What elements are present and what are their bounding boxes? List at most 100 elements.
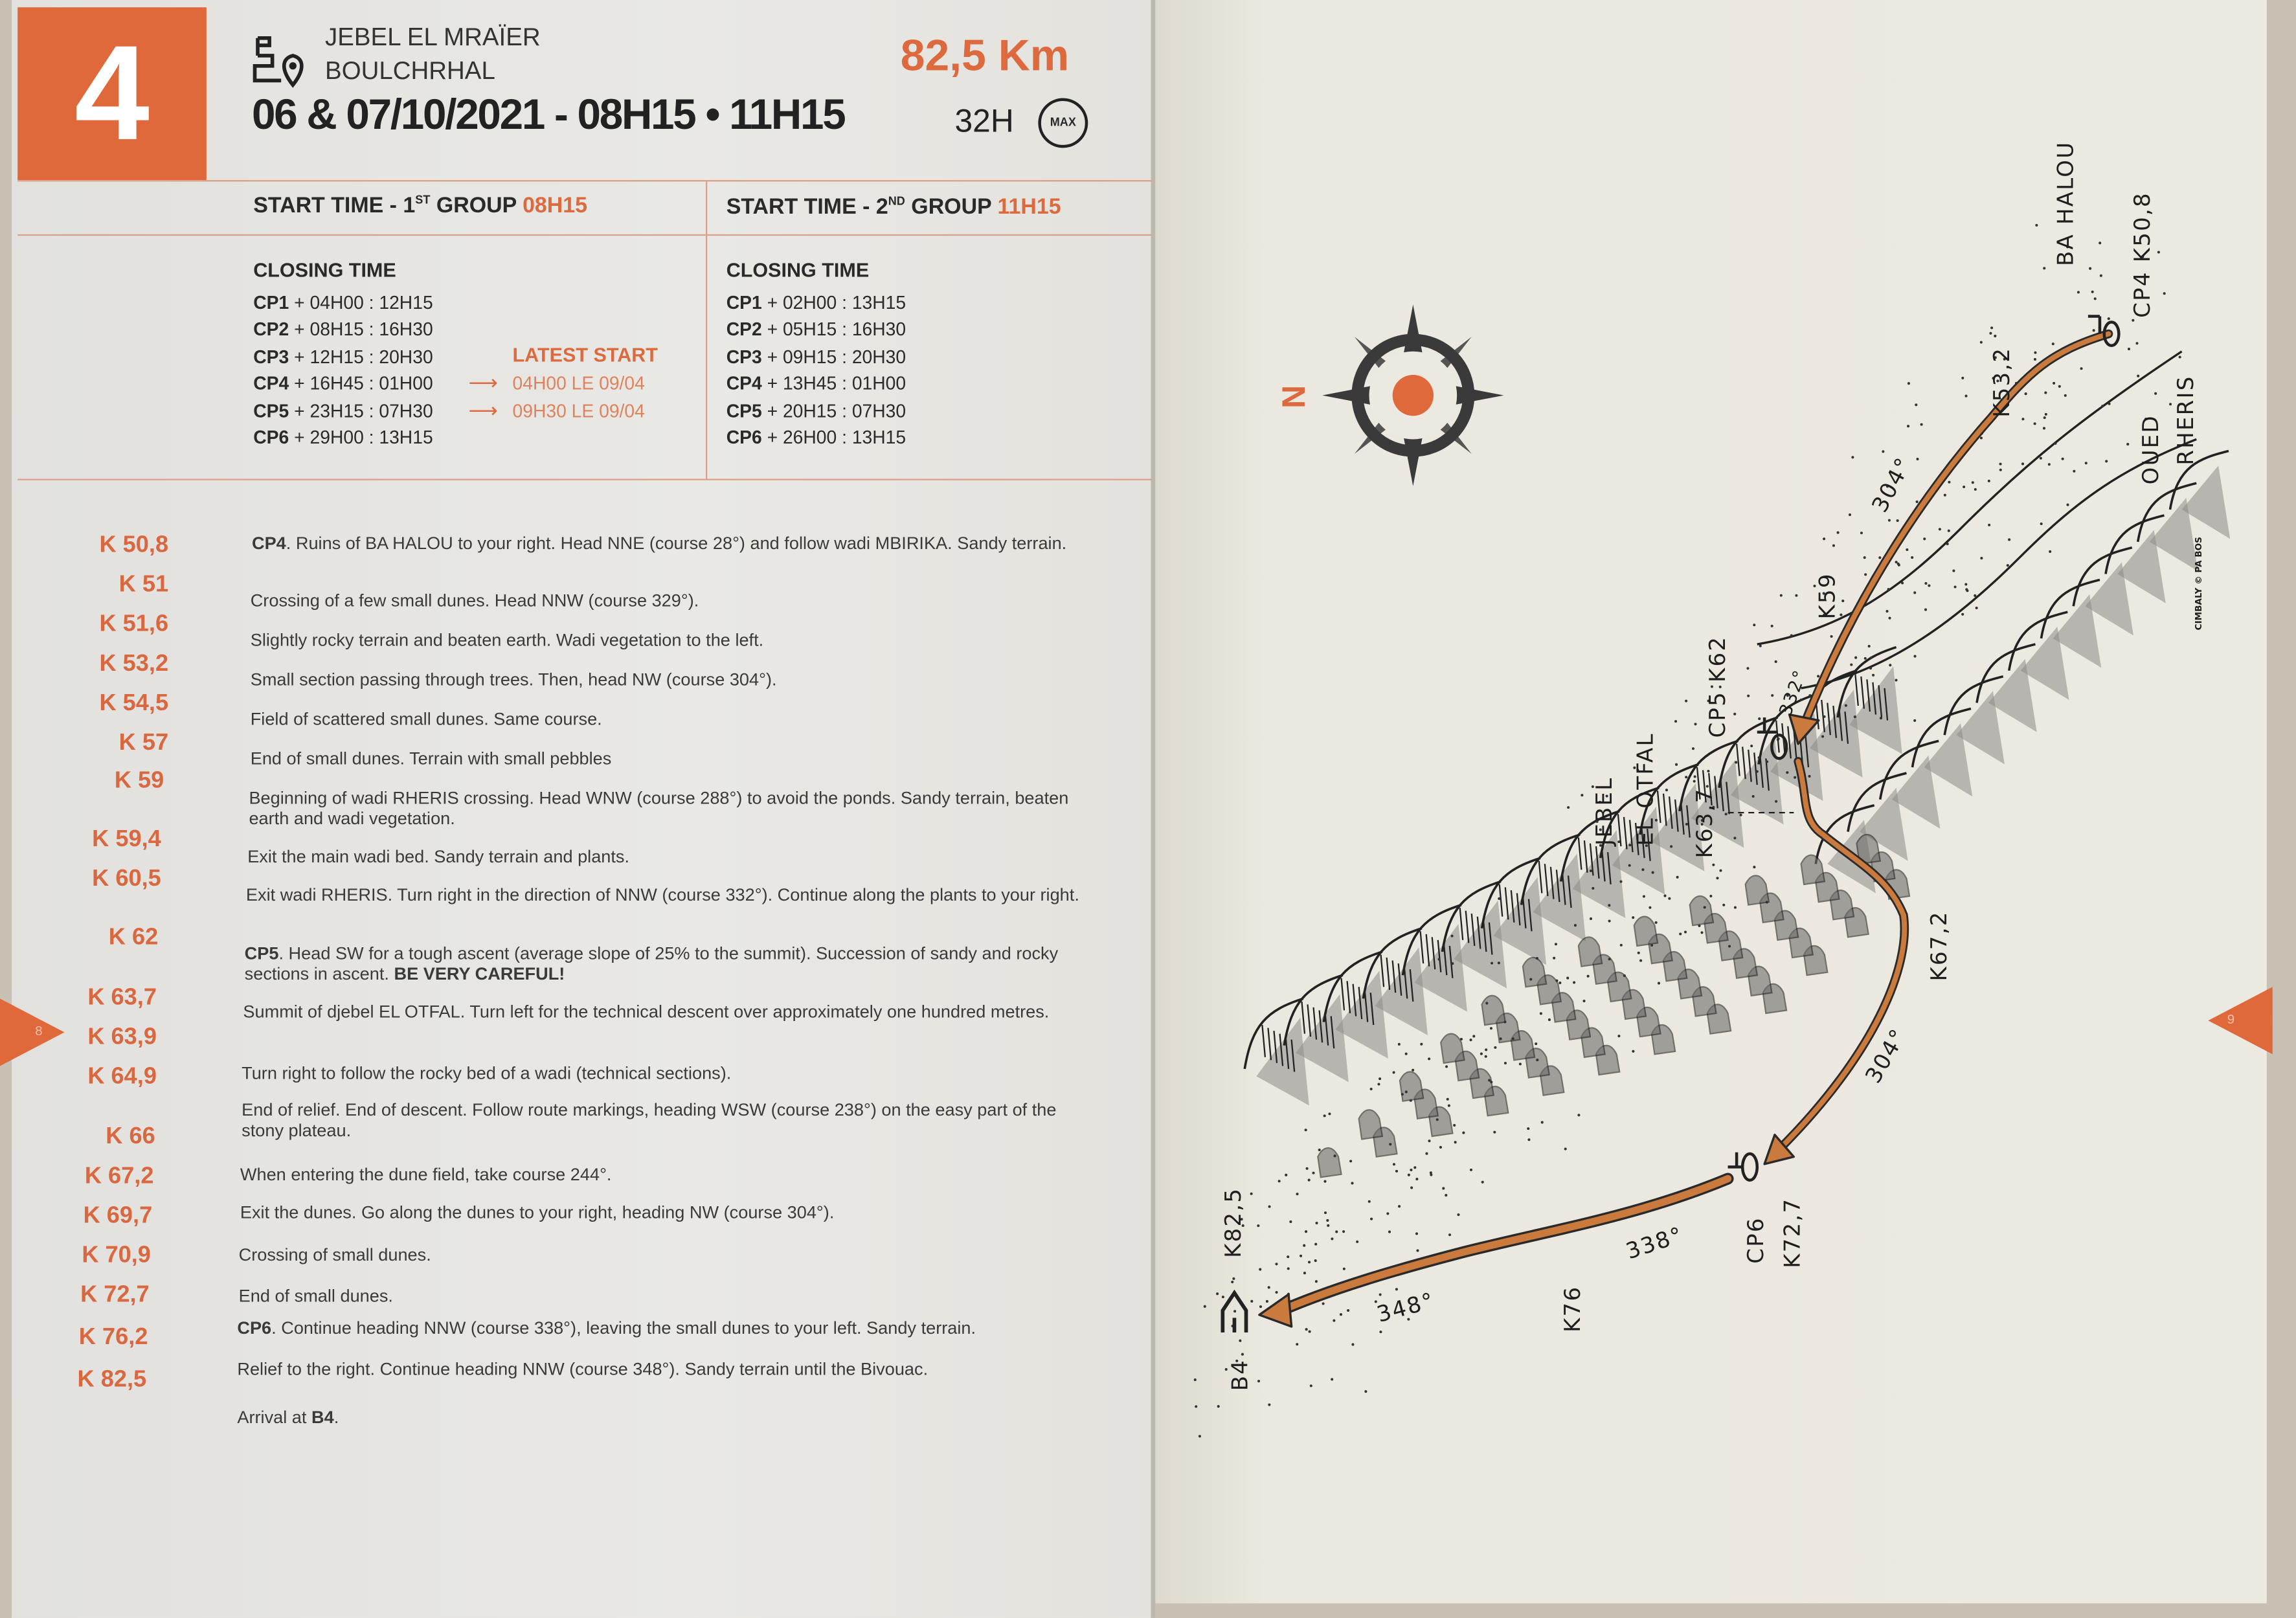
stage-number: 4 — [17, 7, 207, 181]
route-pin-icon — [253, 36, 304, 88]
route-start: JEBEL EL MRAÏER — [325, 23, 541, 52]
latest-start-cp5: 09H30 LE 09/04 — [512, 401, 645, 422]
checkpoint-time: + 20H15 : 07H30 — [767, 401, 906, 422]
page-number-right: 9 — [2227, 1011, 2235, 1027]
checkpoint-closing-row: CP5 + 23H15 : 07H30 — [253, 401, 433, 422]
instruction-text: Crossing of small dunes. — [239, 1244, 1081, 1265]
left-page — [12, 0, 1154, 1618]
map-label-jebel: JEBEL — [1591, 776, 1617, 846]
stage-dates: 06 & 07/10/2021 - 08H15 • 11H15 — [251, 92, 846, 139]
instruction-text: Beginning of wadi RHERIS crossing. Head … — [249, 788, 1081, 829]
map-label-cp4: CP4 K50,8 — [2129, 192, 2155, 318]
checkpoint-cp5-icon — [1757, 717, 1788, 760]
instruction-bold: B4 — [311, 1407, 334, 1428]
instruction-text: End of small dunes. Terrain with small p… — [251, 748, 1081, 769]
checkpoint-id: CP2 — [253, 319, 289, 340]
km-marker: K 51,6 — [99, 612, 169, 637]
map-label-oued: OUED — [2137, 414, 2165, 485]
checkpoint-id: CP1 — [253, 293, 289, 313]
checkpoint-time: + 23H15 : 07H30 — [294, 401, 433, 422]
map-label-rheris: RHERIS — [2172, 375, 2200, 466]
route-line — [1258, 329, 2113, 1328]
bivouac-icon — [1221, 1289, 1248, 1332]
map-label-k53: K53,2 — [1988, 346, 2016, 418]
instruction-body: Small section passing through trees. The… — [250, 669, 777, 690]
compass-icon — [1322, 304, 1504, 486]
km-marker: K 70,9 — [82, 1242, 151, 1268]
instruction-body: . Head SW for a tough ascent (average sl… — [244, 943, 1059, 984]
checkpoint-id: CP3 — [253, 346, 289, 368]
instruction-body: . — [333, 1407, 339, 1428]
checkpoint-cp4-icon — [2088, 315, 2121, 347]
instruction-body: End of small dunes. Terrain with small p… — [250, 748, 612, 769]
km-marker: K 63,9 — [87, 1025, 157, 1050]
map-label-k72: K72,7 — [1779, 1197, 1806, 1268]
instruction-body: End of relief. End of descent. Follow ro… — [242, 1099, 1057, 1141]
instruction-text: CP6. Continue heading NNW (course 338°),… — [237, 1318, 1081, 1338]
checkpoint-closing-row: CP6 + 29H00 : 13H15 — [253, 427, 433, 448]
instruction-bold: BE VERY CAREFUL! — [394, 963, 565, 984]
instruction-body: Crossing of a few small dunes. Head NNW … — [250, 590, 699, 611]
instruction-text: When entering the dune field, take cours… — [240, 1164, 1081, 1185]
instruction-body: Summit of djebel EL OTFAL. Turn left for… — [243, 1001, 1050, 1022]
checkpoint-closing-row: CP6 + 26H00 : 13H15 — [726, 427, 906, 448]
km-marker: K 60,5 — [92, 866, 161, 892]
km-marker: K 50,8 — [99, 533, 169, 558]
instruction-body: Exit wadi RHERIS. Turn right in the dire… — [245, 884, 1079, 905]
instruction-body: Exit the main wadi bed. Sandy terrain an… — [247, 846, 630, 867]
km-marker: K 53,2 — [99, 651, 169, 677]
checkpoint-id: CP2 — [726, 319, 762, 340]
km-marker: K 72,7 — [80, 1283, 150, 1308]
km-marker: K 64,9 — [87, 1064, 157, 1090]
instruction-text: CP5. Head SW for a tough ascent (average… — [245, 943, 1081, 983]
instruction-body: Exit the dunes. Go along the dunes to yo… — [240, 1202, 835, 1223]
checkpoint-id: CP5 — [253, 401, 289, 422]
map-label-ba-halou: BA HALOU — [2052, 140, 2079, 266]
checkpoint-closing-row: CP5 + 20H15 : 07H30 — [726, 401, 906, 422]
group2-start-time: START TIME - 2ND GROUP 11H15 — [726, 194, 1061, 220]
max-badge: MAX — [1050, 115, 1076, 129]
instruction-body: Slightly rocky terrain and beaten earth.… — [250, 629, 764, 651]
route-end: BOULCHRHAL — [325, 57, 495, 85]
checkpoint-closing-row: CP1 + 04H00 : 12H15 — [253, 293, 433, 313]
arrow-right-icon: ⟶ — [468, 398, 499, 422]
max-duration: 32H — [954, 102, 1014, 139]
instruction-body: When entering the dune field, take cours… — [240, 1163, 612, 1185]
instruction-text: CP4. Ruins of BA HALOU to your right. He… — [252, 533, 1081, 554]
instruction-text: Small section passing through trees. The… — [251, 669, 1081, 690]
latest-start-title: LATEST START — [512, 344, 658, 366]
instruction-text: Field of scattered small dunes. Same cou… — [251, 709, 1081, 730]
checkpoint-closing-row: CP3 + 09H15 : 20H30 — [726, 347, 906, 368]
checkpoint-id: CP6 — [253, 427, 289, 449]
checkpoint-closing-row: CP1 + 02H00 : 13H15 — [726, 293, 906, 313]
map-label-b4: B4 — [1226, 1358, 1254, 1391]
divider — [706, 180, 708, 479]
group2-closing-title: CLOSING TIME — [726, 259, 870, 282]
checkpoint-id: CP6 — [726, 427, 762, 449]
checkpoint-time: + 05H15 : 16H30 — [767, 319, 906, 340]
page-number-left: 8 — [35, 1023, 43, 1039]
km-marker: K 76,2 — [78, 1325, 148, 1351]
group1-closing-title: CLOSING TIME — [253, 259, 396, 282]
km-marker: K 63,7 — [87, 985, 157, 1011]
instruction-body: Turn right to follow the rocky bed of a … — [242, 1062, 732, 1084]
checkpoint-id: CP1 — [726, 293, 762, 313]
checkpoint-id: CP5 — [726, 401, 762, 422]
instruction-body: Beginning of wadi RHERIS crossing. Head … — [249, 787, 1069, 829]
checkpoint-closing-row: CP2 + 05H15 : 16H30 — [726, 319, 906, 340]
checkpoint-time: + 09H15 : 20H30 — [767, 346, 906, 368]
map-label-k63: K63,7 — [1691, 787, 1718, 859]
divider — [17, 180, 1153, 182]
map-label-k82: K82,5 — [1220, 1187, 1246, 1258]
instruction-body: Field of scattered small dunes. Same cou… — [250, 708, 602, 730]
map-credit: CIMBALY © PA BOS — [2194, 537, 2205, 631]
km-marker: K 54,5 — [99, 691, 169, 716]
latest-start-cp4: 04H00 LE 09/04 — [512, 373, 645, 394]
km-marker: K 67,2 — [84, 1163, 154, 1189]
instruction-body: End of small dunes. — [238, 1285, 393, 1307]
map-label-k76: K76 — [1559, 1285, 1586, 1332]
instruction-bold: CP5 — [244, 943, 279, 964]
checkpoint-closing-row: CP4 + 16H45 : 01H00 — [253, 374, 433, 394]
